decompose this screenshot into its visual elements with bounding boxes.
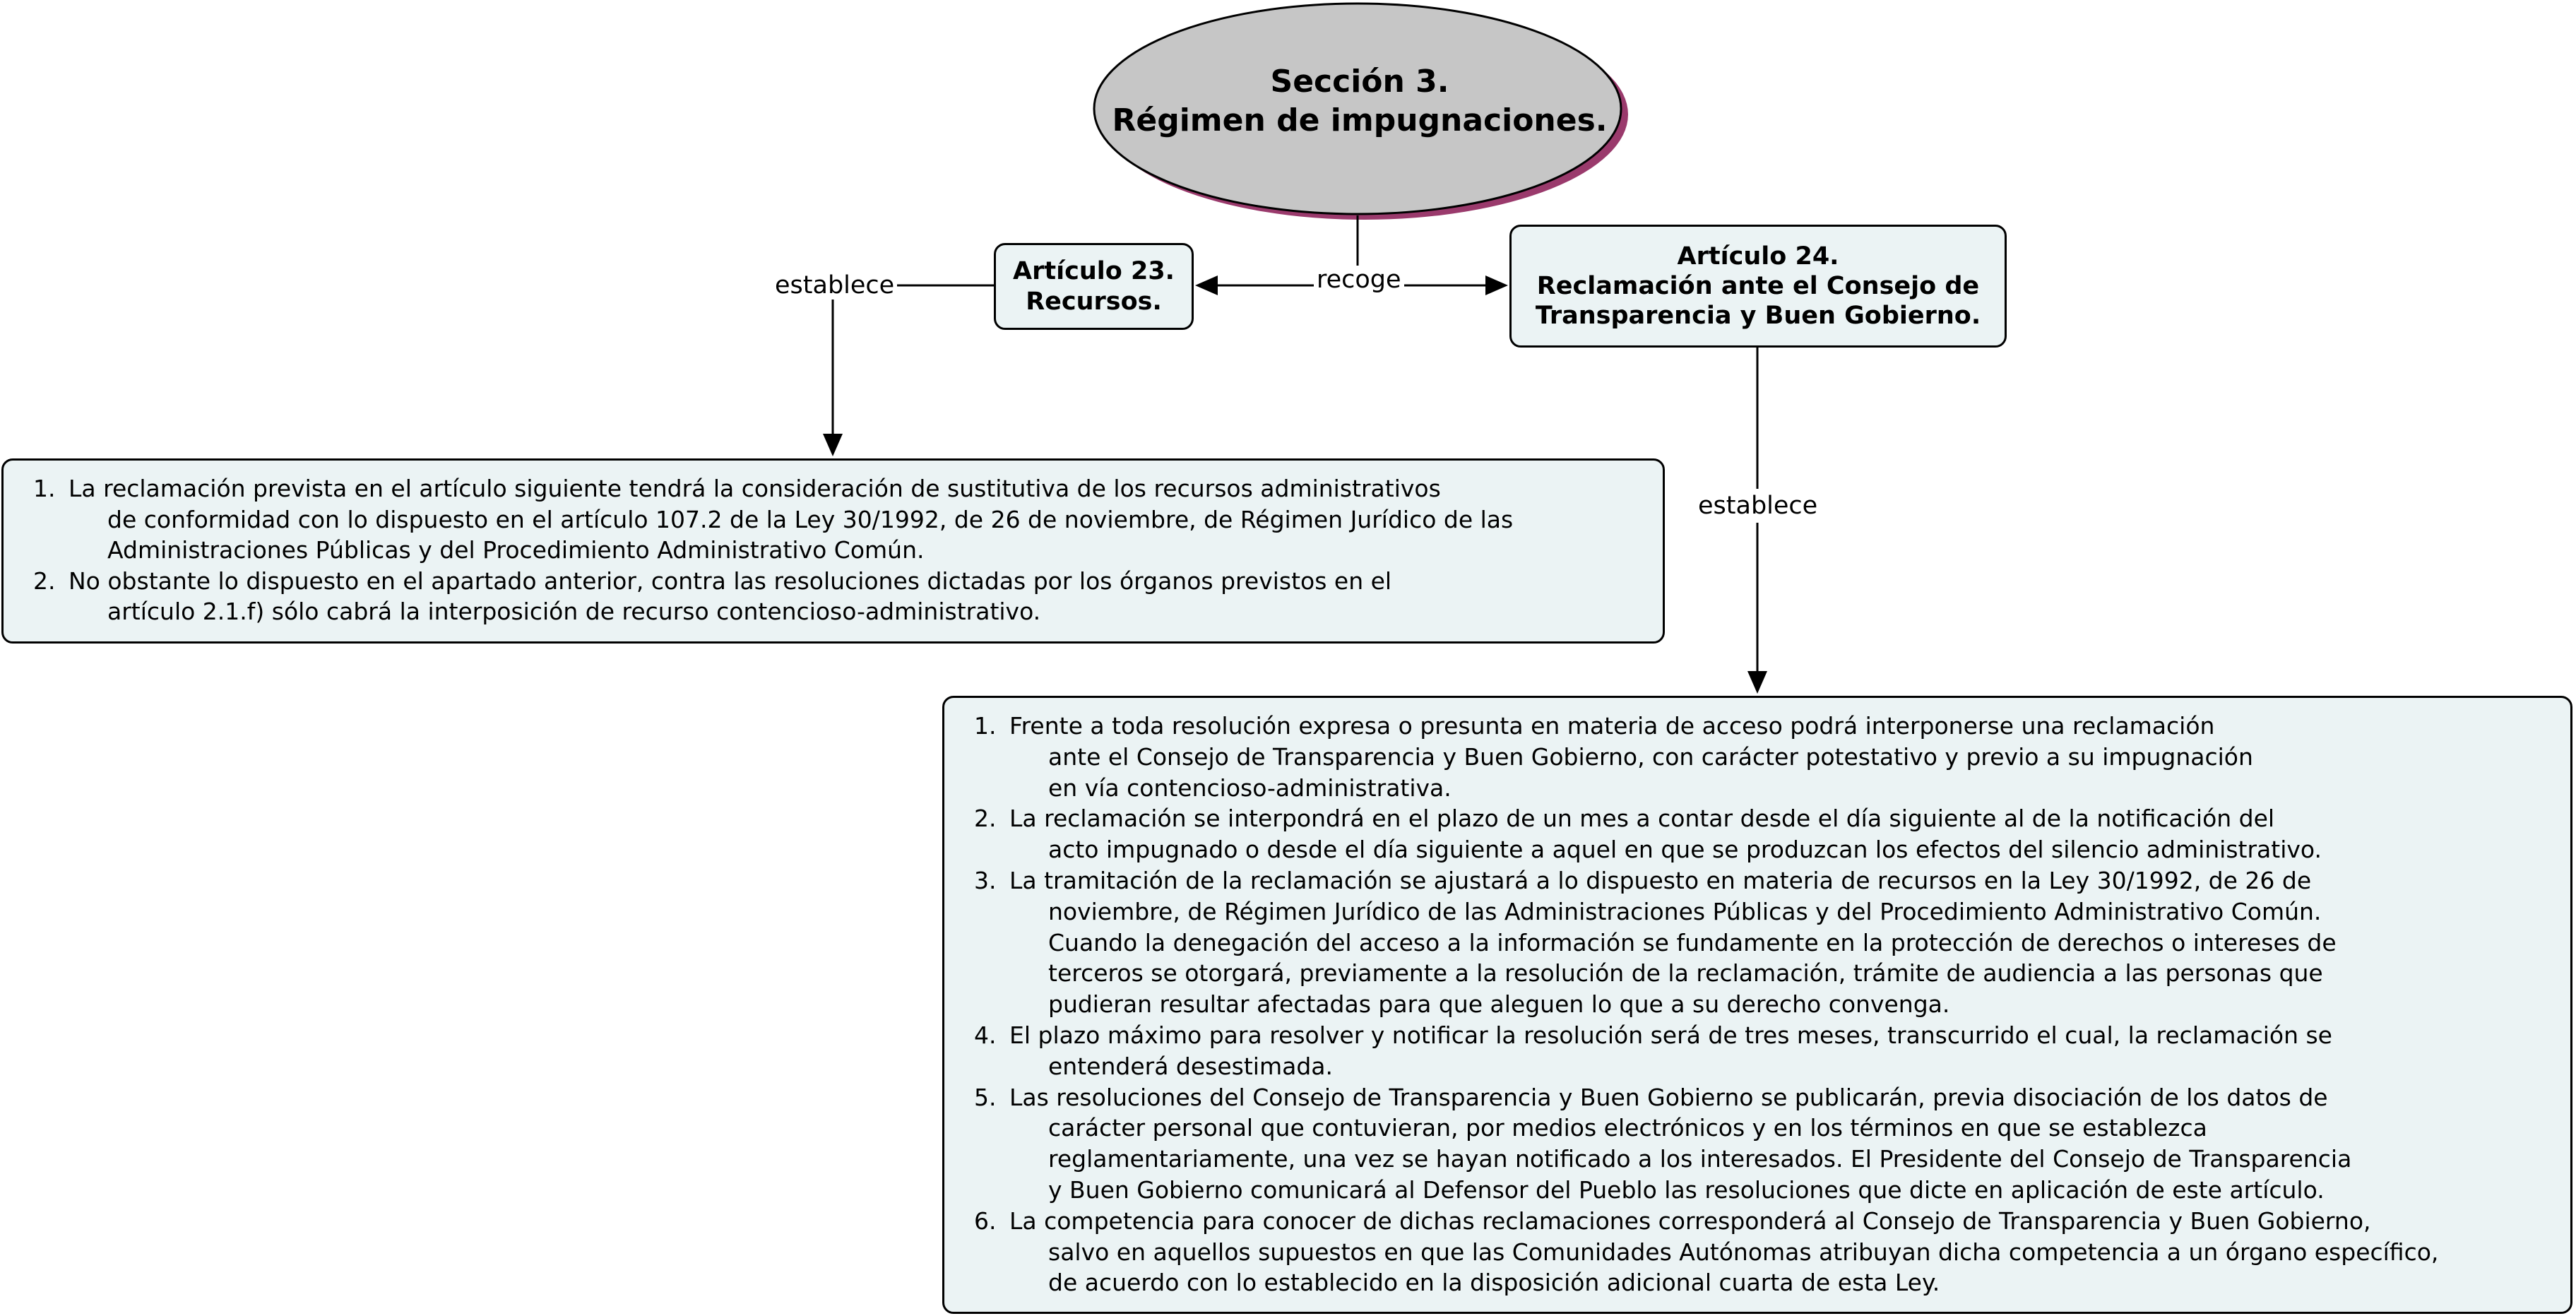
list-item-line: artículo 2.1.f) sólo cabrá la interposic… xyxy=(107,598,1041,625)
list-item-number: 6. xyxy=(974,1207,997,1235)
list-item-line: La competencia para conocer de dichas re… xyxy=(1009,1207,2371,1235)
list-item-line: de acuerdo con lo establecido en la disp… xyxy=(1048,1269,1940,1297)
list-item-number: 3. xyxy=(974,866,997,894)
list-item-line: La reclamación se interpondrá en el plaz… xyxy=(1009,805,2275,833)
list-item-line: La tramitación de la reclamación se ajus… xyxy=(1009,866,2312,894)
list-item-line: acto impugnado o desde el día siguiente … xyxy=(1048,836,2322,864)
articulo-24-subtitle-line1: Reclamación ante el Consejo de xyxy=(1536,272,1980,300)
list-item: 3. La tramitación de la reclamación se aj… xyxy=(961,865,2556,1020)
articulo-24-subtitle-line2: Transparencia y Buen Gobierno. xyxy=(1535,302,1981,330)
arrowhead-box23 xyxy=(823,434,843,456)
root-title: Sección 3. Régimen de impugnaciones. xyxy=(1095,62,1625,140)
list-item-line: pudieran resultar afectadas para que ale… xyxy=(1048,990,1950,1019)
list-item-line: Cuando la denegación del acceso a la inf… xyxy=(1048,928,2337,956)
list-item-line: entenderá desestimada. xyxy=(1048,1052,1333,1080)
list-item-number: 2. xyxy=(974,805,997,833)
articulo-24-title: Artículo 24. xyxy=(1677,242,1839,271)
list-item-number: 4. xyxy=(974,1021,997,1049)
list-item-line: reglamentariamente, una vez se hayan not… xyxy=(1048,1145,2352,1173)
link-label-establece-right: establece xyxy=(1695,492,1821,520)
articulo-23-title: Artículo 23. xyxy=(1013,256,1175,285)
articulo-24-node[interactable]: Artículo 24. Reclamación ante el Consejo… xyxy=(1509,225,2007,348)
articulo-23-subtitle: Recursos. xyxy=(1026,287,1162,316)
list-item-number: 2. xyxy=(33,567,56,595)
list-item-line: El plazo máximo para resolver y notifica… xyxy=(1009,1021,2332,1049)
list-item-line: No obstante lo dispuesto en el apartado … xyxy=(69,567,1392,595)
list-item: 1. Frente a toda resolución expresa o pre… xyxy=(961,711,2556,803)
list-item-number: 5. xyxy=(974,1083,997,1111)
list-item: 6. La competencia para conocer de dichas … xyxy=(961,1206,2556,1298)
list-item: 5. Las resoluciones del Consejo de Transp… xyxy=(961,1082,2556,1206)
list-item-line: y Buen Gobierno comunicará al Defensor d… xyxy=(1048,1175,2325,1204)
articulo-24-content-box[interactable]: 1. Frente a toda resolución expresa o pre… xyxy=(942,696,2572,1314)
list-item-line: salvo en aquellos supuestos en que las C… xyxy=(1048,1238,2439,1266)
list-item-number: 1. xyxy=(33,475,56,502)
root-ellipse[interactable] xyxy=(1093,2,1622,215)
root-title-line2: Régimen de impugnaciones. xyxy=(1112,102,1608,138)
list-item-number: 1. xyxy=(974,712,997,740)
root-title-line1: Sección 3. xyxy=(1270,64,1449,100)
link-label-recoge: recoge xyxy=(1314,266,1404,294)
arrowhead-box24 xyxy=(1747,671,1767,694)
list-item: 4. El plazo máximo para resolver y notifi… xyxy=(961,1020,2556,1082)
list-item: 2. La reclamación se interpondrá en el pl… xyxy=(961,803,2556,865)
list-item-line: carácter personal que contuvieran, por m… xyxy=(1048,1114,2207,1142)
list-item: 2. No obstante lo dispuesto en el apartad… xyxy=(20,566,1649,627)
list-item-line: Las resoluciones del Consejo de Transpar… xyxy=(1009,1083,2328,1111)
list-item-line: de conformidad con lo dispuesto en el ar… xyxy=(107,505,1514,533)
arrowhead-art24 xyxy=(1485,275,1508,295)
articulo-23-node[interactable]: Artículo 23. Recursos. xyxy=(994,243,1194,330)
list-item-line: Frente a toda resolución expresa o presu… xyxy=(1009,712,2215,740)
list-item-line: en vía contencioso-administrativa. xyxy=(1048,773,1452,802)
list-item-line: ante el Consejo de Transparencia y Buen … xyxy=(1048,742,2253,771)
list-item-line: La reclamación prevista en el artículo s… xyxy=(69,475,1441,502)
arrowhead-art23 xyxy=(1195,275,1218,295)
link-label-establece-left: establece xyxy=(772,271,898,300)
list-item-line: terceros se otorgará, previamente a la r… xyxy=(1048,959,2323,988)
list-item-line: Administraciones Públicas y del Procedim… xyxy=(107,536,925,564)
list-item-line: noviembre, de Régimen Jurídico de las Ad… xyxy=(1048,897,2322,925)
articulo-23-content-box[interactable]: 1. La reclamación prevista en el artículo… xyxy=(1,458,1665,644)
list-item: 1. La reclamación prevista en el artículo… xyxy=(20,473,1649,566)
